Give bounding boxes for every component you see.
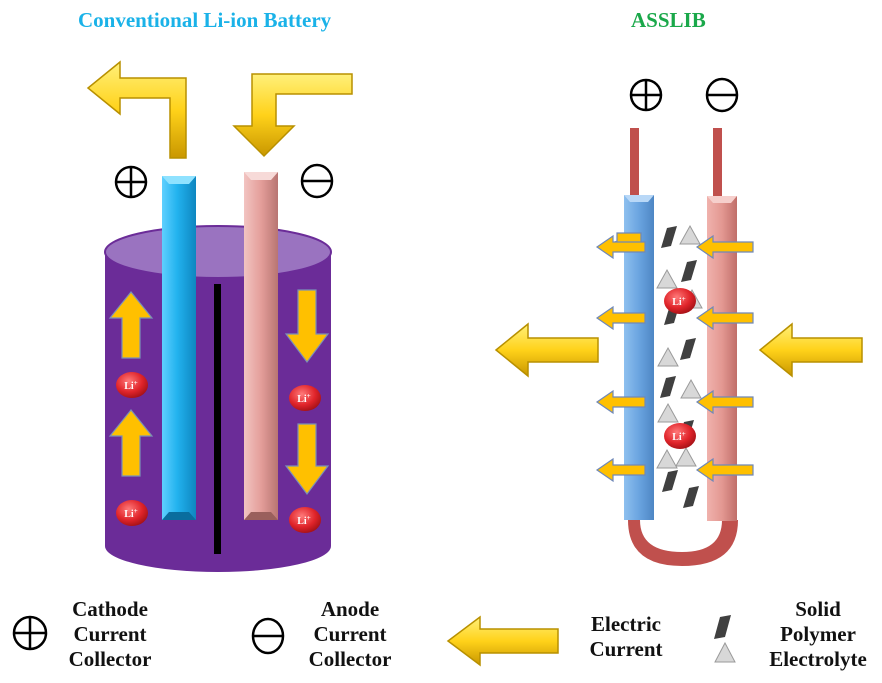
ion-arrow-down: [284, 423, 330, 495]
cathode-wire: [630, 128, 639, 200]
li-ion: Li+: [116, 372, 148, 398]
legend-anode-label: Anode Current Collector: [300, 597, 400, 672]
outgoing-current-arrow: [86, 60, 187, 159]
legend-minus-icon: [251, 617, 285, 655]
anode-collector: [244, 172, 278, 520]
conventional-battery: [86, 60, 353, 572]
legend-plus-icon: [12, 615, 48, 651]
external-current-arrow-left: [494, 322, 599, 378]
cathode-collector: [162, 176, 196, 520]
legend-line: Polymer: [780, 622, 856, 646]
legend-line: Cathode: [72, 597, 148, 621]
legend-line: Electric: [591, 612, 661, 636]
legend-line: Current: [589, 637, 663, 661]
legend-line: Collector: [68, 647, 152, 671]
legend-line: Collector: [308, 647, 392, 671]
separator: [214, 284, 221, 554]
legend-cathode-label: Cathode Current Collector: [55, 597, 165, 672]
anode-wire: [713, 128, 722, 200]
incoming-current-arrow: [232, 73, 353, 158]
legend-current-arrow-icon: [446, 615, 559, 667]
external-circuit-wire: [628, 520, 738, 566]
lithium-ions: Li+ Li+ Li+ Li+ Li+ Li+: [116, 288, 696, 533]
minus-terminal-icon: [300, 163, 334, 199]
li-ion: Li+: [289, 507, 321, 533]
minus-terminal-icon: [705, 77, 739, 113]
conventional-title: Conventional Li-ion Battery: [78, 8, 332, 32]
li-ion: Li+: [664, 288, 696, 314]
li-ion: Li+: [664, 423, 696, 449]
li-ion: Li+: [289, 385, 321, 411]
internal-current-arrows: [595, 232, 754, 483]
cell-top: [104, 225, 332, 279]
legend-line: Solid: [795, 597, 841, 621]
legend-line: Current: [73, 622, 147, 646]
external-current-arrow-right: [758, 322, 863, 378]
solid-polymer-electrolyte: [656, 224, 703, 508]
legend-electrolyte-icon: [714, 615, 736, 663]
legend-line: Current: [313, 622, 387, 646]
legend-line: Electrolyte: [769, 647, 867, 671]
ion-arrow-up: [108, 291, 154, 359]
plus-terminal-icon: [114, 165, 148, 199]
legend-line: Anode: [320, 597, 380, 621]
legend-electrolyte-label: Solid Polymer Electrolyte: [757, 597, 879, 672]
ion-arrow-down: [284, 289, 330, 363]
ion-arrow-up: [108, 409, 154, 477]
asslib-title: ASSLIB: [631, 8, 706, 32]
legend-current-label: Electric Current: [581, 612, 671, 662]
li-ion: Li+: [116, 500, 148, 526]
plus-terminal-icon: [629, 78, 663, 112]
asslib-cell: [494, 77, 863, 566]
